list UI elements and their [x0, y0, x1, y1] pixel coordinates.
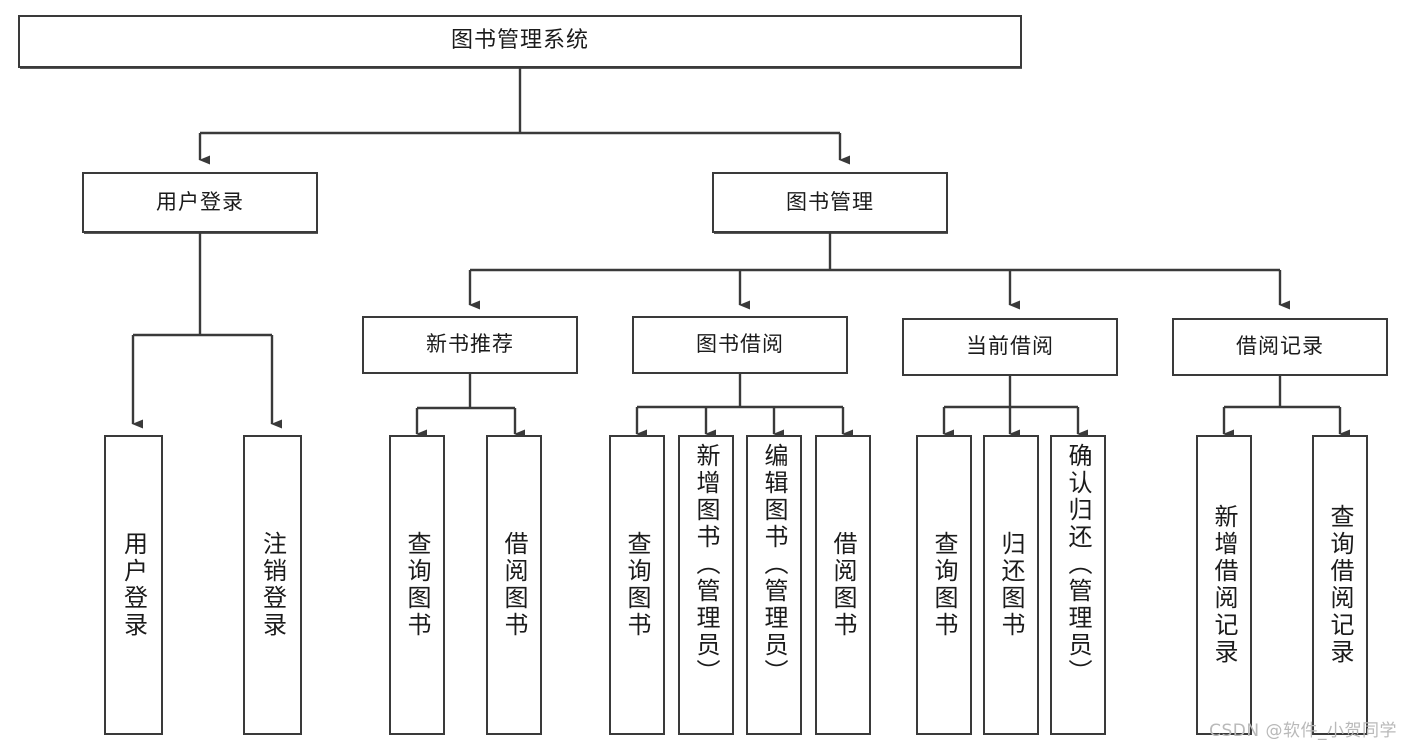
node-leaf-user-login-label: 用户登录	[119, 531, 148, 639]
csdn-watermark: CSDN @软件_小贺同学	[1209, 721, 1397, 741]
node-leaf-add-book[interactable]: 新增图书（管理员）	[678, 435, 734, 735]
node-leaf-confirm-return-label: 确认归还（管理员）	[1064, 443, 1092, 686]
node-book-manage-label: 图书管理	[786, 189, 874, 214]
node-leaf-borrow-book-2[interactable]: 借阅图书	[815, 435, 871, 735]
node-current-borrow-label: 当前借阅	[966, 334, 1054, 359]
node-leaf-add-record-label: 新增借阅记录	[1210, 504, 1238, 666]
node-leaf-borrow-book-2-label: 借阅图书	[829, 531, 857, 639]
node-leaf-logout-label: 注销登录	[258, 531, 287, 639]
node-leaf-query-book-1-label: 查询图书	[403, 531, 431, 639]
node-leaf-query-book-3-label: 查询图书	[930, 531, 958, 639]
node-book-borrow[interactable]: 图书借阅	[632, 316, 848, 374]
node-leaf-add-book-label: 新增图书（管理员）	[692, 443, 720, 686]
node-leaf-query-record[interactable]: 查询借阅记录	[1312, 435, 1368, 735]
node-root[interactable]: 图书管理系统	[18, 15, 1022, 68]
node-root-label: 图书管理系统	[450, 28, 589, 54]
node-book-manage[interactable]: 图书管理	[712, 172, 948, 233]
node-leaf-query-book-3[interactable]: 查询图书	[916, 435, 972, 735]
node-current-borrow[interactable]: 当前借阅	[902, 318, 1118, 376]
node-leaf-logout[interactable]: 注销登录	[243, 435, 302, 735]
node-user-login-label: 用户登录	[156, 189, 244, 214]
node-leaf-query-book-2-label: 查询图书	[623, 531, 651, 639]
node-leaf-user-login[interactable]: 用户登录	[104, 435, 163, 735]
node-leaf-confirm-return[interactable]: 确认归还（管理员）	[1050, 435, 1106, 735]
node-leaf-edit-book-label: 编辑图书（管理员）	[760, 443, 788, 686]
node-new-book-rec[interactable]: 新书推荐	[362, 316, 578, 374]
node-book-borrow-label: 图书借阅	[696, 332, 784, 357]
node-leaf-add-record[interactable]: 新增借阅记录	[1196, 435, 1252, 735]
node-leaf-query-book-2[interactable]: 查询图书	[609, 435, 665, 735]
node-leaf-return-book-label: 归还图书	[997, 531, 1025, 639]
node-new-book-rec-label: 新书推荐	[426, 332, 514, 357]
node-leaf-query-record-label: 查询借阅记录	[1326, 504, 1354, 666]
node-borrow-record[interactable]: 借阅记录	[1172, 318, 1388, 376]
node-leaf-edit-book[interactable]: 编辑图书（管理员）	[746, 435, 802, 735]
node-leaf-query-book-1[interactable]: 查询图书	[389, 435, 445, 735]
node-leaf-return-book[interactable]: 归还图书	[983, 435, 1039, 735]
node-leaf-borrow-book-1-label: 借阅图书	[500, 531, 528, 639]
node-borrow-record-label: 借阅记录	[1236, 334, 1324, 359]
node-leaf-borrow-book-1[interactable]: 借阅图书	[486, 435, 542, 735]
node-user-login[interactable]: 用户登录	[82, 172, 318, 233]
